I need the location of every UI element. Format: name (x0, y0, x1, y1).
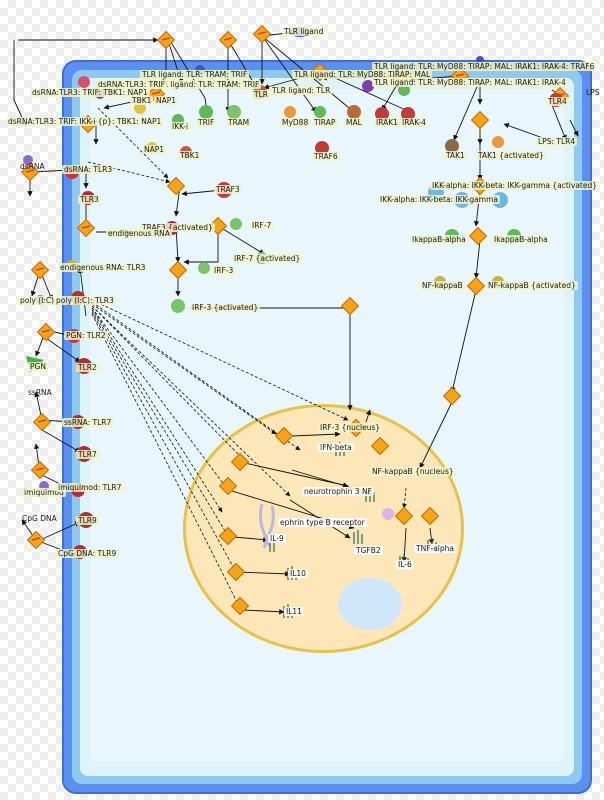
label-cpg-dna-tlr9: CpG DNA: TLR9 (56, 549, 119, 558)
label-tlr-ligand-tlr: TLR ligand: TLR (270, 86, 333, 95)
label-tak1-activated: TAK1 {activated} (476, 151, 546, 160)
label-pgn-tlr2: PGN: TLR2 (64, 331, 108, 340)
label-il6: IL-6 (396, 560, 414, 569)
label-ikappab-alpha-b: IkappaB-alpha (492, 235, 550, 244)
label-tram: TRAM (226, 118, 252, 127)
label-il11: IL11 (284, 607, 304, 616)
label-tlr-ligand-tlr-myd88-tirap-mal: TLR ligand: TLR: MyD88: TIRAP: MAL (292, 70, 433, 79)
label-ikappab-alpha-a: IkappaB-alpha (410, 235, 468, 244)
label-traf3: TRAF3 (214, 185, 242, 194)
label-tirap: TIRAP (312, 118, 338, 127)
label-tlr-ligand-tlr-tram-trif-a: TLR ligand: TLR: TRAM: TRIF (140, 70, 250, 79)
label-il10: IL10 (288, 569, 308, 578)
label-tlr9: TLR9 (76, 516, 99, 525)
label-endigenous-rna-tlr3: endigenous RNA: TLR3 (58, 263, 148, 272)
label-tbk1-b: TBK1 (178, 151, 202, 160)
label-poly-ic-tlr3: poly (I:C): TLR3 (54, 296, 116, 305)
label-ephrin: ephrin type B receptor (278, 518, 367, 527)
label-tnf-alpha: TNF-alpha (414, 544, 457, 553)
label-poly-ic: poly (I:C) (18, 296, 57, 305)
label-irf3: IRF-3 (212, 266, 236, 275)
label-ikk-i: IKK-i (170, 122, 191, 131)
label-neurotrophin: neurotrophin 3 NF (302, 487, 374, 496)
label-tlr7: TLR7 (76, 450, 99, 459)
label-ikk-complex-activated: IKK-alpha: IKK-beta: IKK-gamma {activate… (430, 181, 600, 190)
label-tlr-ligand-irak: TLR ligand: TLR: MyD88: TIRAP: MAL: IRAK… (372, 78, 568, 87)
label-dsrna-tlr3-trif-tbk1-nap1: dsRNA:TLR3: TRIF: TBK1: NAP1 (30, 88, 150, 97)
label-tlr4: TLR4 (546, 97, 569, 106)
label-ifn-beta: IFN-beta (318, 443, 354, 452)
label-irf7: IRF-7 (250, 221, 274, 230)
label-irak1: IRAK1 (374, 118, 400, 127)
nucleolus (338, 578, 402, 630)
label-tbk1-a: TBK1 (130, 96, 154, 105)
label-tlr2: TLR2 (76, 363, 99, 372)
label-nap1-b: NAP1 (142, 145, 167, 154)
label-tlr-ligand-tlr-tram-trif-b: TLR ligand: TLR: TRAM: TRIF (152, 80, 262, 89)
label-pgn: PGN (28, 362, 48, 371)
label-ikk-complex: IKK-alpha: IKK-beta: IKK-gamma (378, 195, 500, 204)
label-imiquimod: imiquimod (22, 488, 66, 497)
label-dsrna-tlr3-trif-ikk-tbk1-nap1: dsRNA:TLR3: TRIF: IKK-i {p}: TBK1: NAP1 (6, 117, 164, 126)
label-il9: IL-9 (268, 534, 286, 543)
protein-glyphs (23, 27, 563, 559)
label-dsrna-tlr3: dsRNA: TLR3 (62, 165, 115, 174)
label-lps: LPS (586, 88, 600, 97)
label-irak4: IRAK-4 (400, 118, 428, 127)
label-lps-tlr4: LPS: TLR4 (536, 137, 578, 146)
label-tlr-ligand-full-traf6: TLR ligand: TLR: MyD88: TIRAP: MAL: IRAK… (372, 62, 597, 71)
label-trif: TRIF (196, 118, 217, 127)
label-myd88: MyD88 (280, 118, 311, 127)
label-irf3-nucleus: IRF-3 {nucleus} (318, 423, 383, 432)
label-cpg-dna: CpG DNA (22, 514, 57, 523)
label-nfkappab-nucleus: NF-kappaB {nucleus} (370, 467, 456, 476)
label-ssrna-tlr7: ssRNA: TLR7 (62, 418, 114, 427)
label-ssrna: ssRNA (28, 388, 52, 397)
label-traf6: TRAF6 (312, 152, 340, 161)
label-nfkappab-activated: NF-kappaB {activated} (486, 281, 578, 290)
label-tlr-ligand: TLR ligand (282, 27, 326, 36)
label-irf3-activated: IRF-3 {activated} (190, 303, 261, 312)
label-nfkappab-a: NF-kappaB (420, 281, 465, 290)
label-tak1: TAK1 (444, 151, 467, 160)
label-endigenous-rna: endigenous RNA (106, 229, 172, 238)
label-nap1-a: NAP1 (154, 96, 179, 105)
label-dsrna-tlr3-trif: dsRNA:TLR3: TRIF (96, 80, 167, 89)
label-tlr: TLR (252, 90, 270, 99)
label-mal: MAL (344, 118, 364, 127)
label-irf7-activated: IRF-7 {activated} (232, 254, 303, 263)
label-dsrna: dsRNA (20, 162, 45, 171)
label-imiquimod-tlr7: imiquimod: TLR7 (56, 483, 124, 492)
label-traf3-activated: TRAF3 {activated} (140, 223, 215, 232)
label-tgfb2: TGFB2 (354, 546, 383, 555)
label-tlr3: TLR3 (78, 195, 101, 204)
